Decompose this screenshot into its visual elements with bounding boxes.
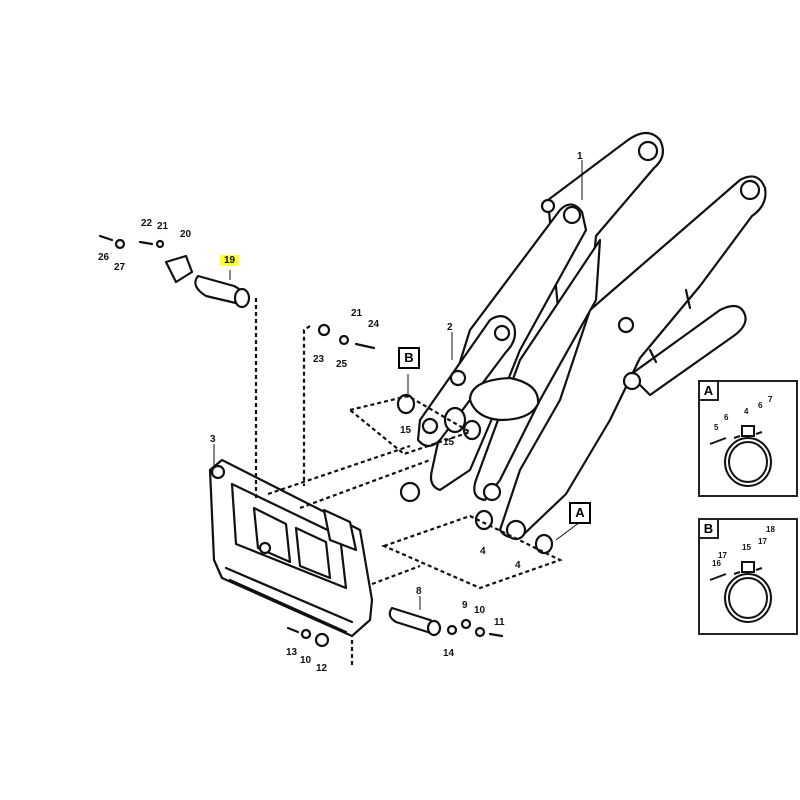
detail-a-ring: [724, 437, 772, 487]
detail-b-label-18: 18: [766, 525, 775, 534]
o-ring-15-upper: [396, 393, 416, 415]
part-label-14: 14: [443, 648, 455, 659]
bolt-26: [98, 234, 114, 242]
part-label-19-highlighted[interactable]: 19: [220, 255, 240, 266]
detail-a-label-4: 4: [744, 407, 749, 416]
part-label-24: 24: [368, 319, 380, 330]
part-label-26: 26: [98, 252, 110, 263]
lift-arm-mid-hole: [617, 316, 635, 334]
detail-a-label-5: 5: [714, 423, 719, 432]
part-label-21-left: 21: [157, 221, 169, 232]
part-label-15-lower: 15: [443, 437, 455, 448]
coupler-lock-hole: [258, 541, 272, 555]
cylinder-eye: [622, 371, 642, 391]
linkage-top-hole: [562, 205, 582, 225]
detail-b-ring: [724, 573, 772, 623]
bolt-13: [286, 626, 300, 634]
washer-27: [114, 238, 126, 250]
part-label-23: 23: [313, 354, 325, 365]
lift-arm-front: [498, 175, 767, 539]
link-hole-middle: [449, 369, 467, 387]
linkage-arm-inner: [473, 238, 602, 502]
part-label-22: 22: [141, 218, 153, 229]
washer-10-left: [300, 628, 312, 640]
detail-a-drawing: [709, 425, 772, 487]
link-hole-upper: [493, 324, 511, 342]
part-label-11: 11: [494, 617, 505, 628]
part-label-25: 25: [336, 359, 348, 370]
cross-tube: [468, 376, 540, 422]
assembly-line-ring-4: [380, 514, 563, 590]
callout-a[interactable]: A: [569, 502, 591, 524]
detail-b-label-17-right: 17: [758, 537, 767, 546]
part-label-4-left: 4: [480, 546, 486, 557]
washer-12: [314, 632, 330, 648]
detail-b-label-15: 15: [742, 543, 751, 552]
assembly-line-coupler-upper: [267, 444, 431, 510]
part-label-13: 13: [286, 647, 298, 658]
detail-a-label-6-left: 6: [724, 413, 729, 422]
detail-b-label-17-left: 17: [718, 551, 727, 560]
detail-view-b: B 16 17 15 17 18: [698, 518, 798, 635]
washer-10-right: [474, 626, 486, 638]
assembly-line-ring-15: [347, 394, 473, 456]
lock-plate-20: [164, 254, 194, 284]
part-label-10-right: 10: [474, 605, 486, 616]
detail-a-label-7: 7: [768, 395, 773, 404]
coupler-hook: [322, 508, 358, 552]
bolt-11: [488, 632, 504, 638]
assembly-line-coupler-lower: [350, 564, 421, 668]
detail-a-label-6-right: 6: [758, 401, 763, 410]
part-label-21-right: 21: [351, 308, 363, 319]
arm-foot-hole-mid: [482, 482, 502, 502]
part-label-4-right: 4: [515, 560, 521, 571]
lift-arm-pin-hole: [637, 140, 659, 162]
washer-9: [460, 618, 472, 630]
nut-21: [155, 239, 165, 249]
coupler-top-left-hole: [210, 464, 226, 480]
detail-b-tag: B: [700, 520, 719, 539]
pin-19-end: [233, 287, 251, 309]
part-label-2: 2: [447, 322, 453, 333]
part-label-3: 3: [210, 434, 216, 445]
part-label-8: 8: [416, 586, 422, 597]
lock-bolt-14: [446, 624, 458, 636]
arm-foot-hole-left: [399, 481, 421, 503]
detail-b-label-16: 16: [712, 559, 721, 568]
lift-arm-top-hole: [739, 179, 761, 201]
bolt-22: [138, 240, 154, 246]
part-label-12: 12: [316, 663, 328, 674]
pin-8-end: [426, 619, 442, 637]
assembly-line-hardware-23: [302, 325, 311, 486]
link-hole-lower: [421, 417, 439, 435]
part-label-20: 20: [180, 229, 192, 240]
part-label-1: 1: [577, 151, 583, 162]
part-label-9: 9: [462, 600, 468, 611]
part-label-27: 27: [114, 262, 126, 273]
part-label-15-upper: 15: [400, 425, 412, 436]
washer-23: [317, 323, 331, 337]
nut-25: [338, 334, 350, 346]
o-ring-15-lower: [462, 419, 482, 441]
tilt-cylinder: [628, 304, 747, 397]
detail-b-drawing: [709, 561, 772, 623]
part-label-10-left: 10: [300, 655, 312, 666]
detail-a-tag: A: [700, 382, 719, 401]
detail-view-a: A 5 6 4 6 7: [698, 380, 798, 497]
bolt-24: [354, 342, 376, 350]
callout-b[interactable]: B: [398, 347, 420, 369]
linkage-top-pin: [540, 198, 556, 214]
o-ring-4-right: [534, 533, 554, 555]
